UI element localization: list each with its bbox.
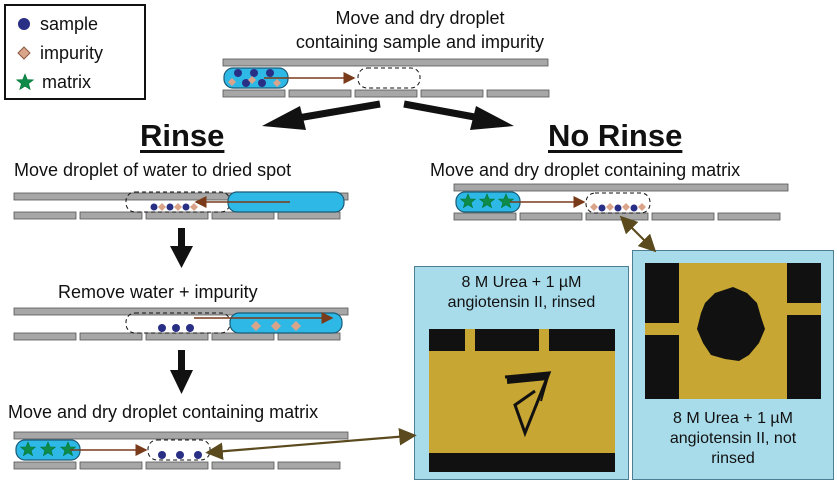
top-caption: Move and dry droplet containing sample a… [250,6,590,54]
sample-dot-icon [18,18,30,30]
photo-not-rinsed-caption-line1: 8 M Urea + 1 µM [673,410,793,427]
legend-matrix: matrix [16,70,91,94]
photo-panel-not-rinsed: 8 M Urea + 1 µM angiotensin II, not rins… [632,250,834,480]
photo-not-rinsed-caption-line3: rinsed [711,450,755,467]
split-arrow-left [297,100,381,122]
photo-not-rinsed-caption-line2: angiotensin II, not [669,430,797,447]
water-impurity-droplet [229,312,343,334]
matrix-star-icon [16,73,34,91]
rinse-device-3 [13,431,349,470]
rinse-device-1 [13,191,349,220]
legend-sample-label: sample [40,13,99,34]
rinse-step3-label: Move and dry droplet containing matrix [8,402,319,422]
no-rinse-device [453,183,789,221]
legend-matrix-label: matrix [42,71,91,92]
down-arrow-1 [170,228,193,268]
connector-not-rinsed [619,215,657,253]
legend-sample: sample [16,12,98,36]
legend: sample impurity matrix [4,4,146,100]
rinse-step2-label: Remove water + impurity [58,282,258,302]
top-device [222,58,550,98]
no-rinse-step1-label: Move and dry droplet containing matrix [430,160,741,180]
photo-panel-rinsed: 8 M Urea + 1 µM angiotensin II, rinsed [414,266,629,480]
impurity-diamond-icon [17,46,31,60]
rinse-heading: Rinse [140,118,225,153]
photo-rinsed-caption-line1: 8 M Urea + 1 µM [461,274,582,291]
connector-rinsed [205,427,417,461]
photo-rinsed-caption-line2: angiotensin II, rinsed [447,294,596,311]
rinse-device-2 [13,307,349,341]
top-caption-line2: containing sample and impurity [295,32,545,52]
photo-rinsed-caption: 8 M Urea + 1 µM angiotensin II, rinsed [415,273,628,313]
top-caption-line1: Move and dry droplet [335,8,505,28]
photo-not-rinsed-image [645,263,821,399]
legend-impurity-label: impurity [40,42,104,63]
no-rinse-heading: No Rinse [548,118,683,153]
rinse-step1-label: Move droplet of water to dried spot [14,160,292,180]
split-arrow-right [403,100,481,122]
down-arrow-2 [170,350,193,394]
photo-not-rinsed-caption: 8 M Urea + 1 µM angiotensin II, not rins… [633,409,833,469]
photo-rinsed-image [429,329,615,472]
legend-impurity: impurity [16,41,103,65]
